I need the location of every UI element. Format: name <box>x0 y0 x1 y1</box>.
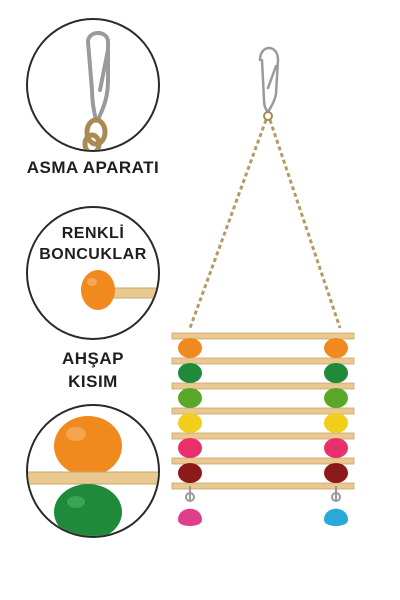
wood-label-line1: AHŞAP <box>61 349 124 368</box>
wood-rung <box>171 332 355 340</box>
snap-hook-icon <box>82 31 110 150</box>
bead-on-stick-icon <box>81 270 158 310</box>
bead-orange <box>178 338 202 358</box>
wood-rung <box>171 457 355 465</box>
wood-beads-closeup-icon <box>28 416 158 536</box>
chain-left <box>188 119 268 329</box>
bead-pink <box>324 438 348 458</box>
beads-label-line2: BONCUKLAR <box>39 246 147 263</box>
chain-right <box>268 119 342 329</box>
beads-detail-circle <box>26 206 160 340</box>
bead-green <box>178 363 202 383</box>
hanger-label: ASMA APARATI <box>26 158 160 177</box>
wood-rung <box>171 382 355 390</box>
top-snap-hook <box>258 46 280 114</box>
bead-yellow <box>178 413 202 433</box>
bead-lime <box>324 388 348 408</box>
hanger-detail-circle <box>26 18 160 152</box>
bead-maroon <box>324 463 348 483</box>
bead-orange <box>324 338 348 358</box>
wood-label-line2: KISIM <box>68 372 118 391</box>
pink-bell-icon <box>178 508 202 526</box>
wood-rung <box>171 357 355 365</box>
wood-rung <box>171 407 355 415</box>
bead-maroon <box>178 463 202 483</box>
wood-rung <box>171 482 355 490</box>
bead-lime <box>178 388 202 408</box>
bead-yellow <box>324 413 348 433</box>
wood-rung <box>171 432 355 440</box>
bead-green <box>324 363 348 383</box>
bead-pink <box>178 438 202 458</box>
beads-label-line1: RENKLİ <box>61 225 125 242</box>
blue-bell-icon <box>324 508 348 526</box>
wood-detail-circle <box>26 404 160 538</box>
